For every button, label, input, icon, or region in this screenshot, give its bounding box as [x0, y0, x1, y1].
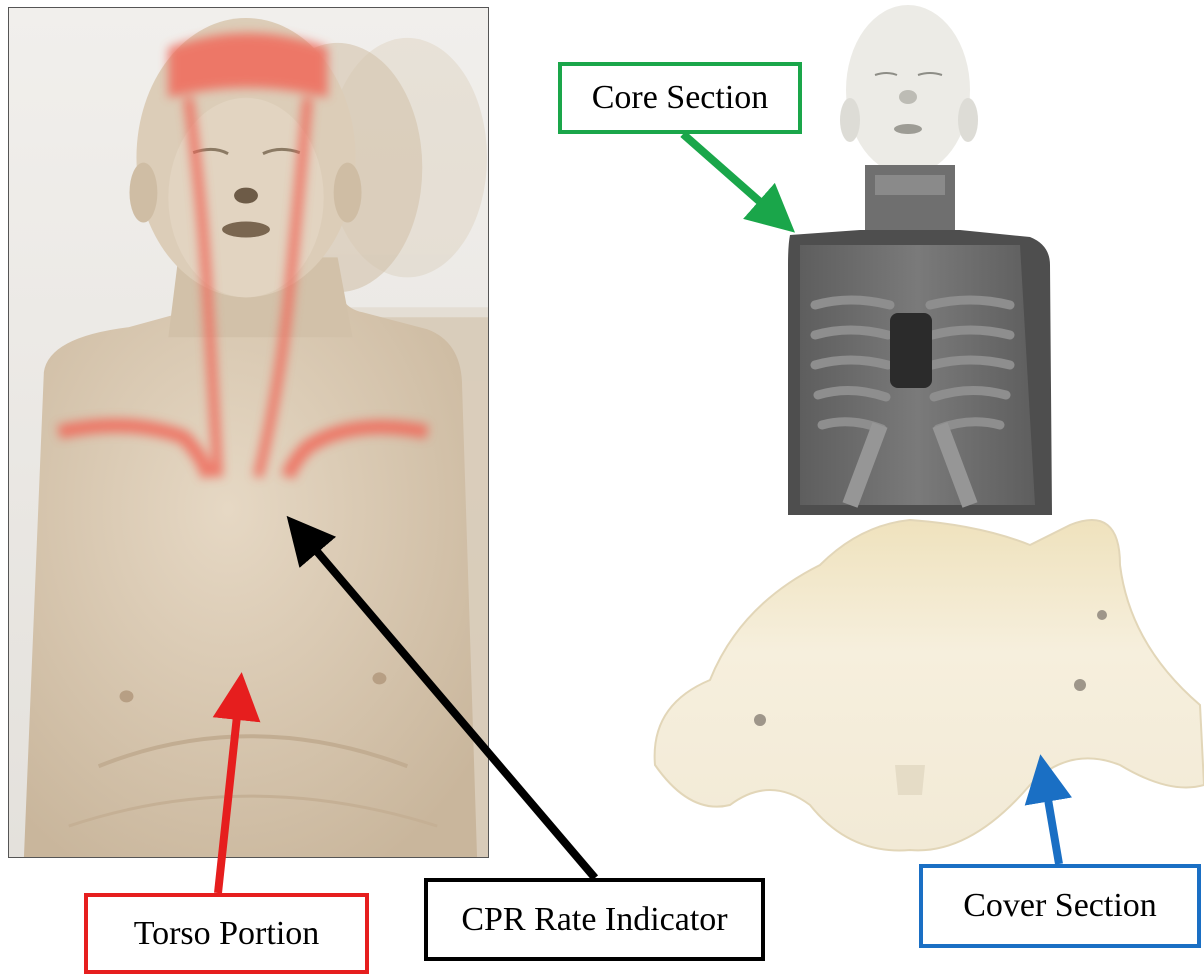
manikin-torso-photo [8, 7, 489, 858]
cover-section-label-text: Cover Section [963, 887, 1157, 925]
cpr-rate-indicator-label: CPR Rate Indicator [424, 878, 765, 961]
cover-section-label: Cover Section [919, 864, 1201, 948]
torso-portion-label-text: Torso Portion [134, 915, 320, 953]
torso-portion-label: Torso Portion [84, 893, 369, 974]
core-section-label: Core Section [558, 62, 802, 134]
core-section-label-text: Core Section [592, 79, 769, 117]
cpr-rate-indicator-label-text: CPR Rate Indicator [461, 901, 727, 939]
